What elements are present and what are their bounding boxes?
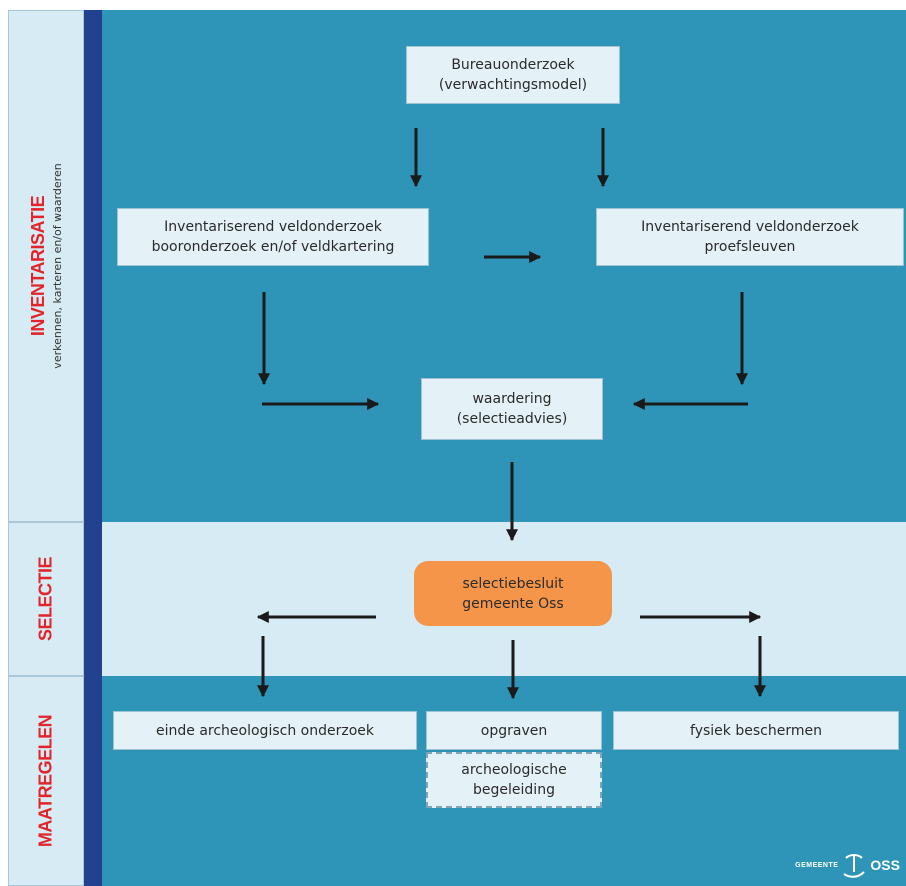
gemeente-oss-logo-icon <box>843 854 866 878</box>
node-begeleiding-line1: archeologische <box>461 762 567 778</box>
gemeente-oss-logo: GEMEENTE OSS <box>795 852 900 878</box>
node-waardering-line1: waardering <box>472 391 552 407</box>
phase-label-maatregelen: MAATREGELEN <box>8 676 84 886</box>
node-veldonderzoek-boor-line1: Inventariserend veldonderzoek <box>164 219 382 235</box>
node-archeologische-begeleiding: archeologische begeleiding <box>426 752 602 808</box>
node-selectiebesluit-line1: selectiebesluit <box>462 575 564 592</box>
node-bureauonderzoek-line2: (verwachtingsmodel) <box>438 77 588 93</box>
node-waardering: waardering (selectieadvies) <box>421 378 603 440</box>
logo-name: OSS <box>870 857 900 873</box>
node-fysiek-beschermen-label: fysiek beschermen <box>690 722 822 739</box>
node-selectiebesluit: selectiebesluit gemeente Oss <box>414 561 612 626</box>
node-veldonderzoek-boor: Inventariserend veldonderzoek booronderz… <box>117 208 429 266</box>
node-fysiek-beschermen: fysiek beschermen <box>613 711 899 750</box>
phase-label-selectie: SELECTIE <box>8 522 84 676</box>
node-veldonderzoek-proef-line2: proefsleuven <box>704 239 796 255</box>
node-veldonderzoek-proef-line1: Inventariserend veldonderzoek <box>641 219 859 235</box>
node-einde-onderzoek-label: einde archeologisch onderzoek <box>156 722 374 739</box>
node-waardering-line2: (selectieadvies) <box>456 411 568 427</box>
node-selectiebesluit-line2: gemeente Oss <box>462 595 564 612</box>
navy-divider-bar <box>84 10 102 886</box>
node-veldonderzoek-boor-line2: booronderzoek en/of veldkartering <box>151 239 395 255</box>
phase-label-inventarisatie: INVENTARISATIE verkennen, karteren en/of… <box>8 10 84 522</box>
node-veldonderzoek-proef: Inventariserend veldonderzoek proefsleuv… <box>596 208 904 266</box>
node-bureauonderzoek: Bureauonderzoek (verwachtingsmodel) <box>406 46 620 104</box>
node-einde-onderzoek: einde archeologisch onderzoek <box>113 711 417 750</box>
logo-small-text: GEMEENTE <box>795 861 839 869</box>
node-begeleiding-line2: begeleiding <box>473 782 555 798</box>
node-opgraven: opgraven <box>426 711 602 750</box>
node-bureauonderzoek-line1: Bureauonderzoek <box>451 57 575 73</box>
node-opgraven-label: opgraven <box>480 722 548 739</box>
